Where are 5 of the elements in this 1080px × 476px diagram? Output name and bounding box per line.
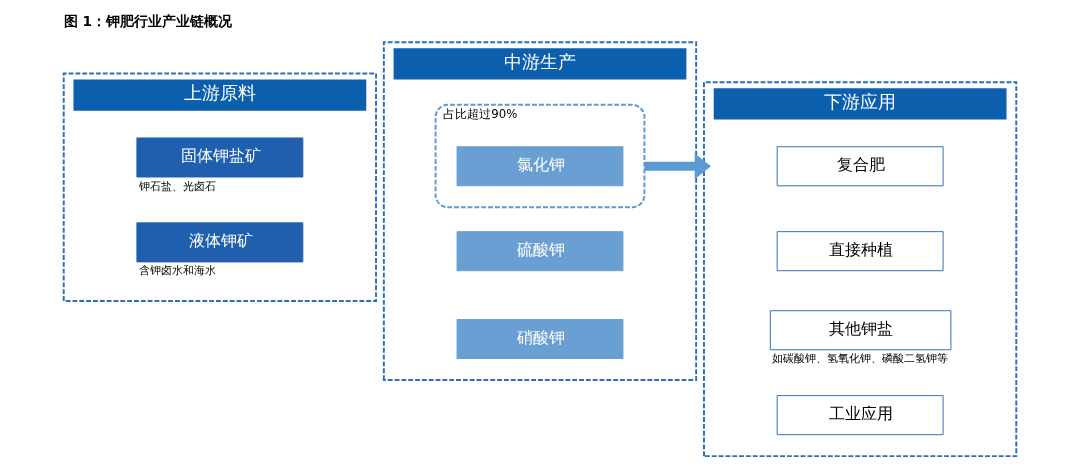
node-label: 含钾卤水和海水 bbox=[138, 264, 216, 278]
arrow bbox=[644, 153, 712, 180]
node-label: 如碳酸钾、氢氧化钾、磷酸二氢钾等 bbox=[772, 352, 949, 366]
node-label: 钾石盐、光卤石 bbox=[138, 179, 216, 193]
diagram-title: 图 1：钾肥行业产业链概况 bbox=[63, 12, 232, 29]
